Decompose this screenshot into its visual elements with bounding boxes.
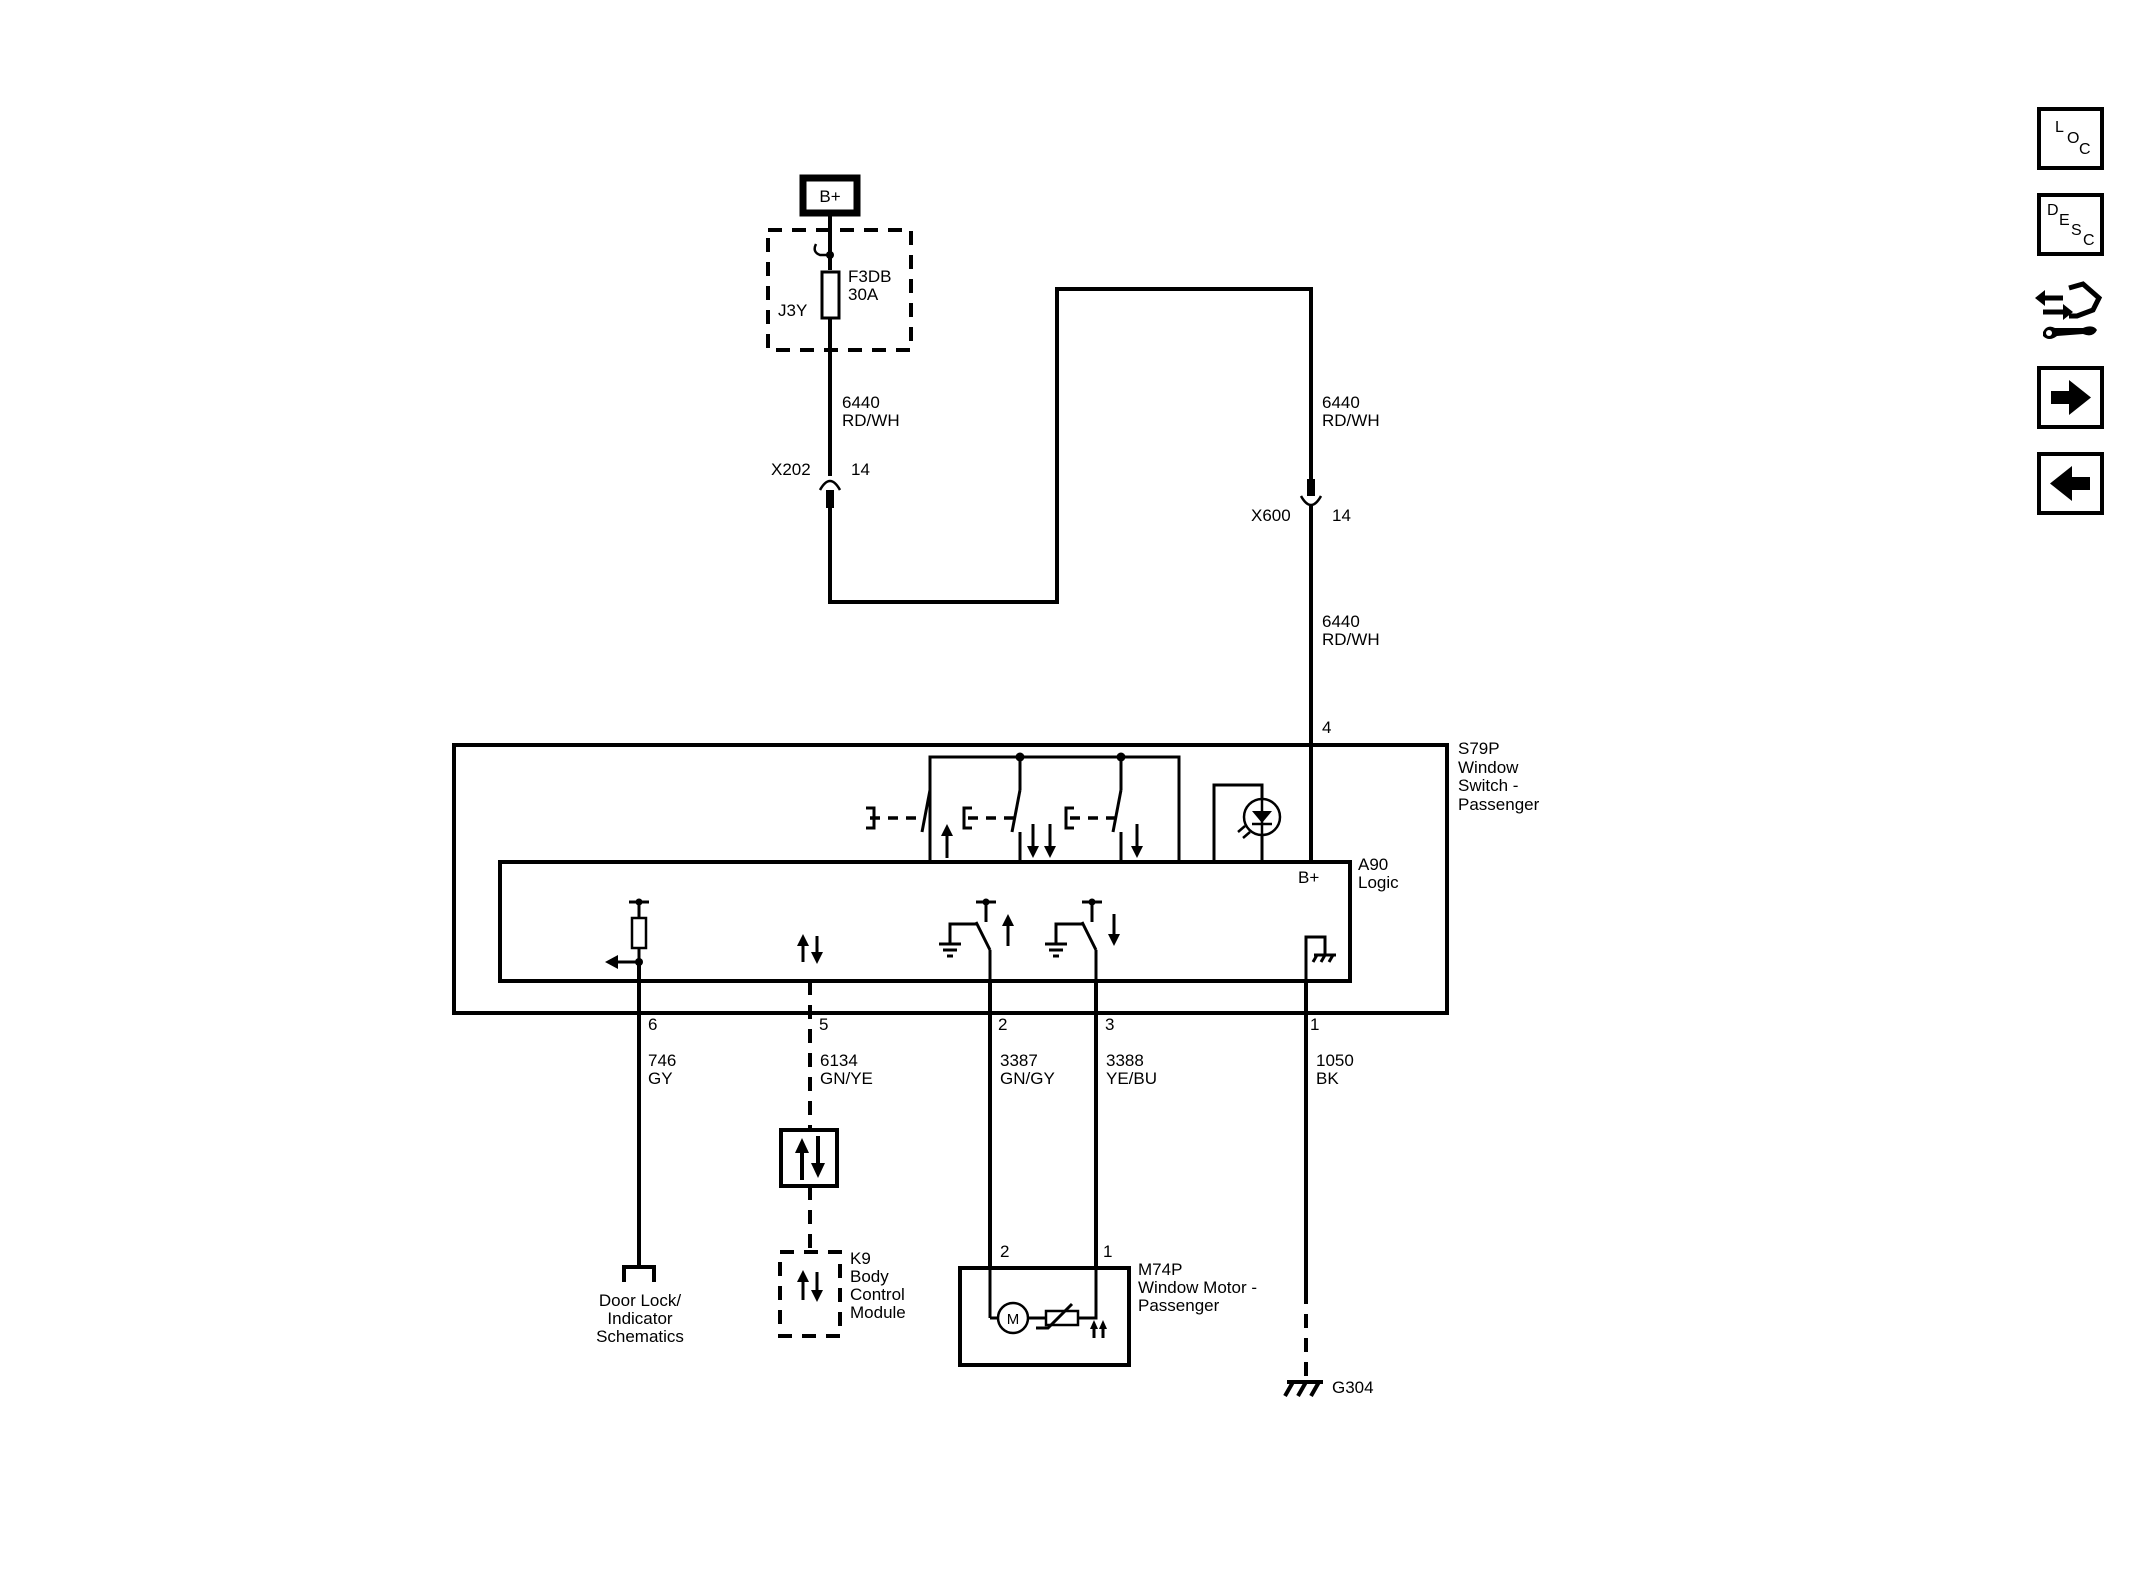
switch-pin-2: 2 — [998, 1015, 1007, 1034]
illumination-led-icon — [1212, 783, 1282, 862]
wire-746-color: GY — [648, 1069, 673, 1088]
logic-data-arrows-icon — [797, 934, 823, 964]
desc-letter-c: C — [2083, 232, 2095, 249]
door-lock-line3: Schematics — [596, 1327, 684, 1346]
arrow-right-icon — [2051, 380, 2091, 415]
switch-arrow-down-pair-icon — [1027, 824, 1056, 858]
fuse-name-label: F3DB — [848, 267, 891, 286]
desc-letter-d: D — [2047, 202, 2059, 219]
logic-output-resistor-icon — [605, 898, 649, 969]
bcm-line1: Body — [850, 1267, 889, 1286]
motor-code: M74P — [1138, 1260, 1182, 1279]
door-lock-line1: Door Lock/ — [599, 1291, 681, 1310]
wire-1050-color: BK — [1316, 1069, 1339, 1088]
connector-x202-name: X202 — [771, 460, 811, 479]
wire-6134-color: GN/YE — [820, 1069, 873, 1088]
fuse-f3db-icon — [820, 270, 841, 320]
loc-letter-c: C — [2079, 141, 2091, 158]
switch-line1: Window — [1458, 758, 1519, 777]
wire-3387-circuit: 3387 — [1000, 1051, 1038, 1070]
connector-x202-icon — [818, 479, 842, 508]
wire-6440-low-circuit: 6440 — [1322, 612, 1360, 631]
bcm-code: K9 — [850, 1249, 871, 1268]
logic-code: A90 — [1358, 855, 1388, 874]
description-button[interactable]: D E S C — [2037, 193, 2104, 256]
motor-internal: M — [988, 1268, 1107, 1338]
connector-x600-icon — [1299, 479, 1323, 507]
window-switch-outline — [452, 743, 1449, 1015]
battery-b-plus: B+ — [799, 174, 861, 217]
fuse-block-j3y — [766, 228, 913, 352]
wire-1050-circuit: 1050 — [1316, 1051, 1354, 1070]
wire-3388-circuit: 3388 — [1106, 1051, 1144, 1070]
logic-b-plus: B+ — [1298, 868, 1319, 887]
window-motor-outline — [958, 1266, 1131, 1367]
motor-pin-1: 1 — [1103, 1242, 1112, 1261]
switch-pin-3: 3 — [1105, 1015, 1114, 1034]
wire-6440-mid-color: RD/WH — [1322, 411, 1380, 430]
desc-letter-s: S — [2071, 222, 2082, 239]
logic-module-outline — [498, 860, 1352, 983]
wire-3388-color: YE/BU — [1106, 1069, 1157, 1088]
switch-arrow-up-icon — [941, 824, 953, 858]
logic-motor-switch-up-icon — [939, 898, 1014, 981]
diagnostic-connector-wrench-icon[interactable] — [2033, 276, 2108, 351]
fuse-block-label: J3Y — [778, 301, 807, 320]
wire-6440-mid-circuit: 6440 — [1322, 393, 1360, 412]
logic-chassis-ground-icon — [1304, 935, 1336, 981]
motor-symbol: M — [1007, 1311, 1020, 1328]
motor-line2: Passenger — [1138, 1296, 1220, 1315]
connector-x202-pin: 14 — [851, 460, 870, 479]
connector-x600-pin: 14 — [1332, 506, 1351, 525]
b-plus-label: B+ — [819, 187, 840, 206]
switch-line3: Passenger — [1458, 795, 1540, 814]
desc-letter-e: E — [2059, 212, 2070, 229]
wire-746-circuit: 746 — [648, 1051, 676, 1070]
switch-arrow-down-icon — [1131, 824, 1143, 858]
previous-page-button[interactable] — [2037, 452, 2104, 515]
loc-letter-o: O — [2067, 130, 2079, 147]
switch-pin-4: 4 — [1322, 718, 1331, 737]
switch-pin-6: 6 — [648, 1015, 657, 1034]
connector-x600-name: X600 — [1251, 506, 1291, 525]
switch-pin-1: 1 — [1310, 1015, 1319, 1034]
arrow-left-icon — [2050, 466, 2090, 501]
switch-pin-5: 5 — [819, 1015, 828, 1034]
switch-code: S79P — [1458, 739, 1500, 758]
wire-6440-top-circuit: 6440 — [842, 393, 880, 412]
location-button[interactable]: L O C — [2037, 107, 2104, 170]
ground-label: G304 — [1332, 1378, 1374, 1397]
wire-3387-color: GN/GY — [1000, 1069, 1055, 1088]
fuse-rating-label: 30A — [848, 285, 879, 304]
next-page-button[interactable] — [2037, 366, 2104, 429]
serial-data-bus-icon — [779, 1128, 839, 1188]
bcm-line3: Module — [850, 1303, 906, 1322]
door-lock-connector-icon — [622, 1265, 656, 1282]
switch-contacts — [866, 752, 1181, 862]
motor-line1: Window Motor - — [1138, 1278, 1257, 1297]
wire-6134-circuit: 6134 — [820, 1051, 858, 1070]
ground-g304-icon — [1283, 1380, 1323, 1397]
door-lock-line2: Indicator — [607, 1309, 673, 1328]
logic-name: Logic — [1358, 873, 1399, 892]
switch-line2: Switch - — [1458, 776, 1518, 795]
motor-pin-2: 2 — [1000, 1242, 1009, 1261]
logic-motor-switch-down-icon — [1045, 898, 1120, 981]
body-control-module-box — [778, 1250, 842, 1338]
wire-6440-low-color: RD/WH — [1322, 630, 1380, 649]
wire-6440-top-color: RD/WH — [842, 411, 900, 430]
bcm-line2: Control — [850, 1285, 905, 1304]
loc-letter-l: L — [2055, 119, 2064, 136]
